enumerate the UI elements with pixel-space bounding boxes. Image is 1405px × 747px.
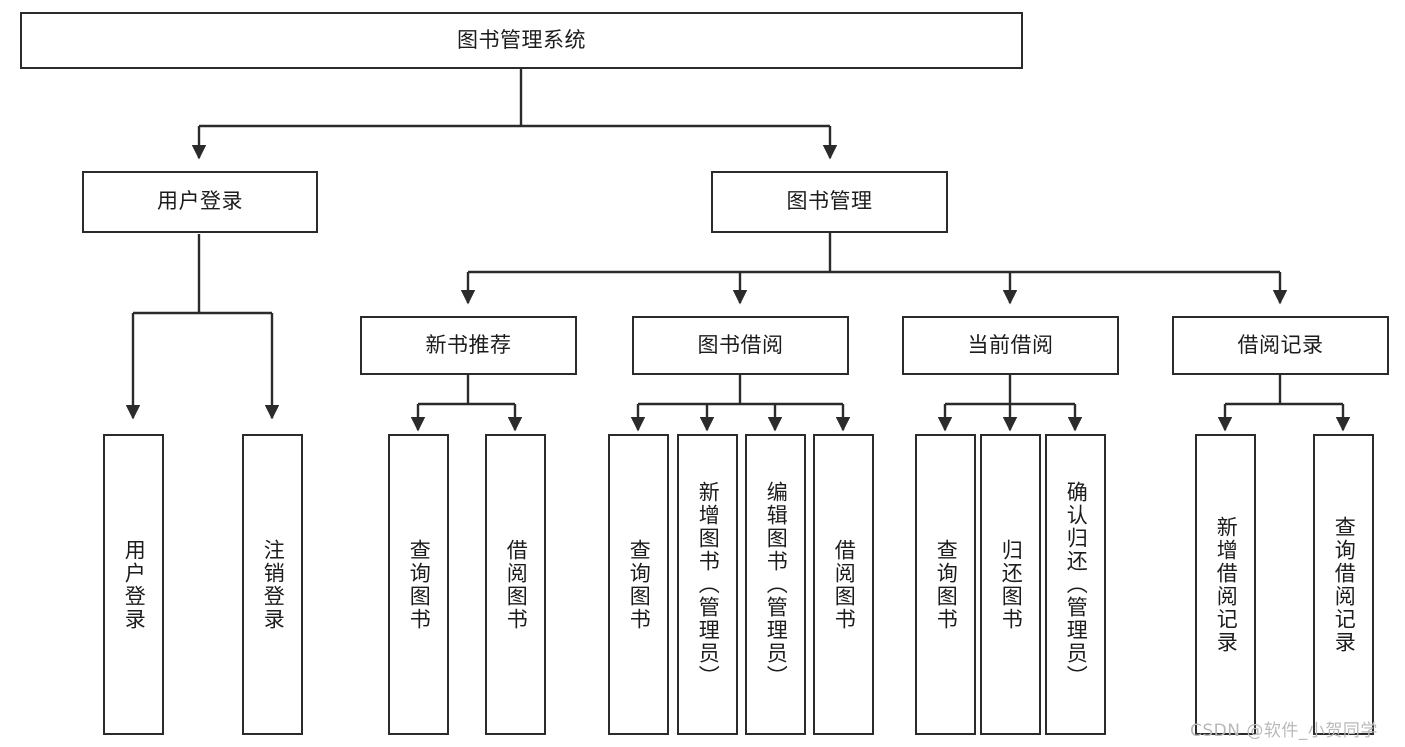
leaf-borrow-record-add-record[interactable]: 新增借阅记录: [1195, 434, 1256, 735]
node-root-book-management-system[interactable]: 图书管理系统: [20, 12, 1023, 69]
node-label: 编辑图书（管理员）: [764, 481, 789, 688]
node-label: 查询图书: [934, 538, 959, 631]
node-label: 查询图书: [627, 538, 652, 631]
node-new-book-recommendation[interactable]: 新书推荐: [360, 316, 577, 375]
leaf-user-login-logout[interactable]: 注销登录: [242, 434, 303, 735]
node-label: 图书管理: [786, 189, 873, 214]
node-label: 借阅图书: [832, 538, 857, 631]
leaf-book-borrow-edit-book-admin[interactable]: 编辑图书（管理员）: [745, 434, 806, 735]
leaf-book-borrow-query-books[interactable]: 查询图书: [608, 434, 669, 735]
node-label: 用户登录: [122, 538, 147, 631]
leaf-user-login-login[interactable]: 用户登录: [103, 434, 164, 735]
node-label: 新增借阅记录: [1214, 515, 1239, 654]
leaf-book-borrow-borrow-books[interactable]: 借阅图书: [813, 434, 874, 735]
node-label: 归还图书: [999, 538, 1024, 631]
node-label: 借阅图书: [504, 538, 529, 631]
node-label: 图书借阅: [697, 332, 784, 357]
node-label: 借阅记录: [1237, 332, 1324, 357]
leaf-book-borrow-add-book-admin[interactable]: 新增图书（管理员）: [677, 434, 738, 735]
node-label: 图书管理系统: [457, 27, 586, 52]
node-book-management[interactable]: 图书管理: [711, 171, 948, 233]
node-label: 查询借阅记录: [1332, 515, 1357, 654]
node-borrowing-record[interactable]: 借阅记录: [1172, 316, 1389, 375]
node-label: 当前借阅: [967, 332, 1054, 357]
leaf-new-book-query-books[interactable]: 查询图书: [388, 434, 449, 735]
node-book-borrowing[interactable]: 图书借阅: [632, 316, 849, 375]
leaf-current-borrow-return-books[interactable]: 归还图书: [980, 434, 1041, 735]
leaf-current-borrow-query-books[interactable]: 查询图书: [915, 434, 976, 735]
node-label: 新书推荐: [425, 332, 512, 357]
node-label: 查询图书: [407, 538, 432, 631]
node-label: 确认归还（管理员）: [1064, 481, 1089, 688]
node-label: 注销登录: [261, 538, 286, 631]
node-label: 用户登录: [157, 189, 243, 214]
leaf-borrow-record-query-record[interactable]: 查询借阅记录: [1313, 434, 1374, 735]
node-current-borrowing[interactable]: 当前借阅: [902, 316, 1119, 375]
leaf-new-book-borrow-books[interactable]: 借阅图书: [485, 434, 546, 735]
leaf-current-borrow-confirm-return-admin[interactable]: 确认归还（管理员）: [1045, 434, 1106, 735]
node-user-login[interactable]: 用户登录: [82, 171, 318, 233]
csdn-watermark: CSDN @软件_小贺同学: [1190, 721, 1378, 741]
node-label: 新增图书（管理员）: [696, 481, 721, 688]
